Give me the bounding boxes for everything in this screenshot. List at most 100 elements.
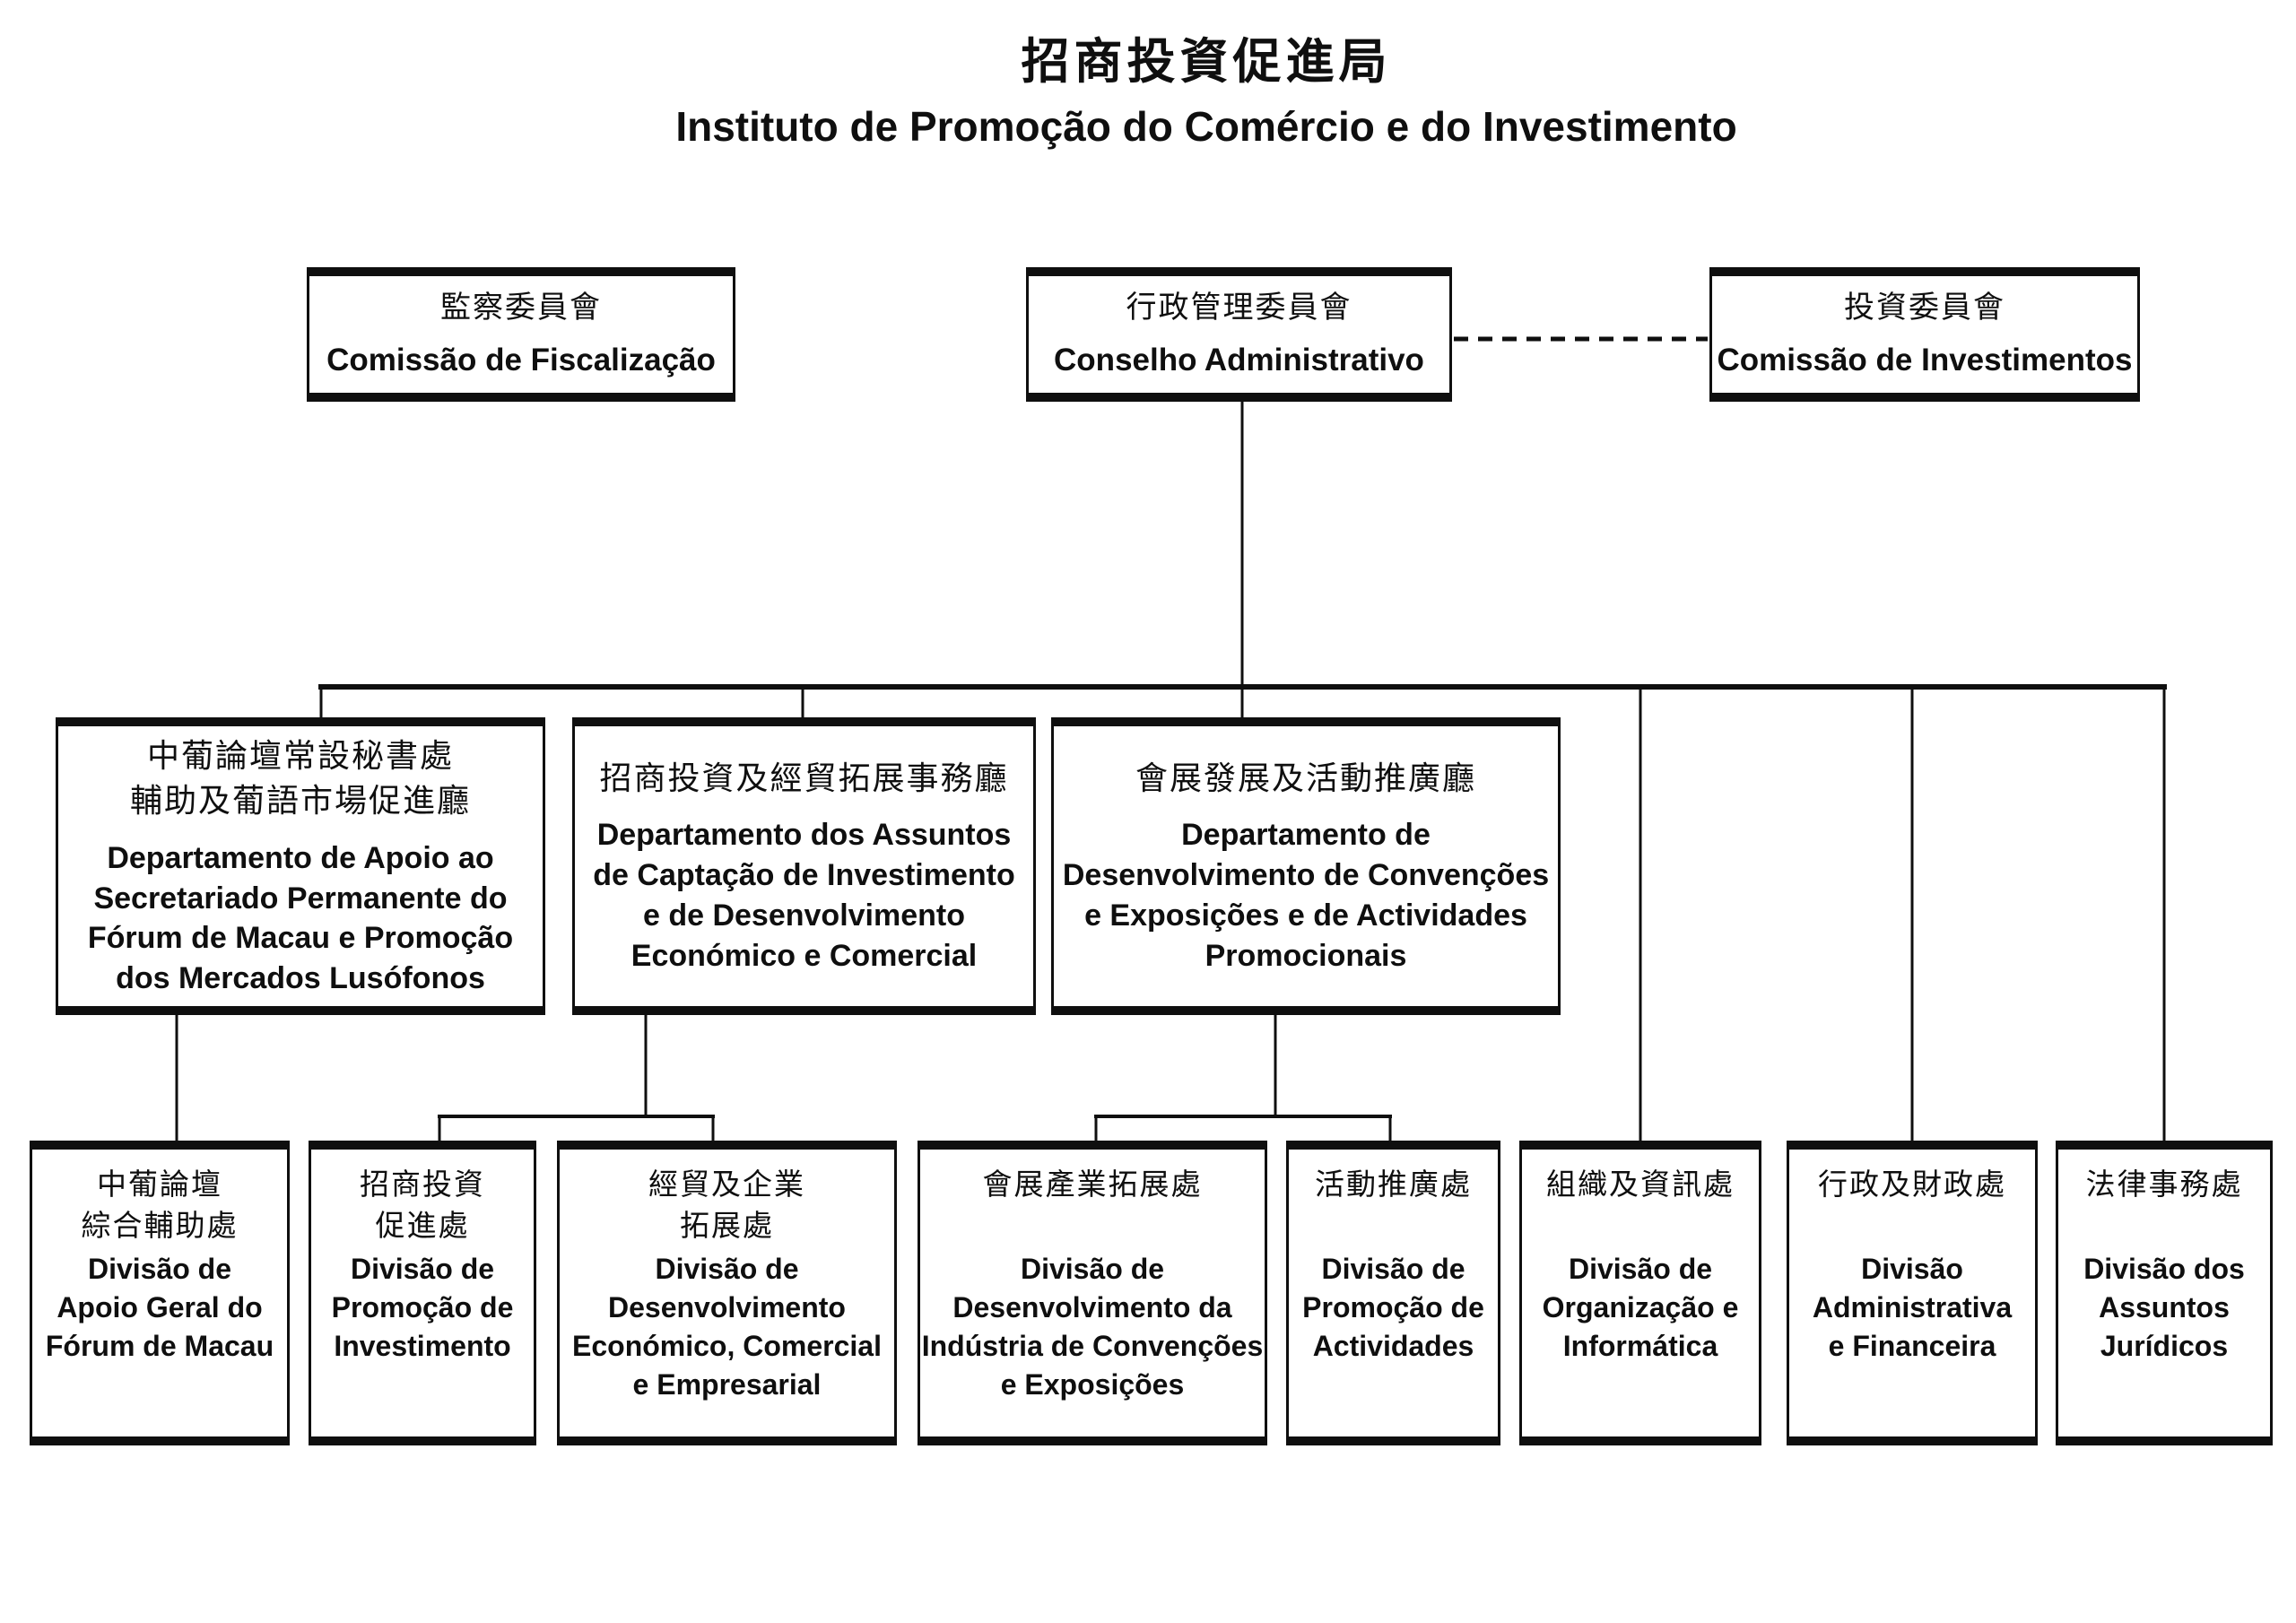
- org-node-dep-convencoes-exposicoes: 會展發展及活動推廣廳 Departamento de Desenvolvimento…: [1051, 717, 1561, 1015]
- node-label-pt-line: Informática: [1562, 1330, 1718, 1362]
- org-node-div-organizacao-informatica: 組織及資訊處 Divisão de Organização e Informática: [1519, 1141, 1761, 1445]
- node-label-zh: 經貿及企業拓展處: [648, 1164, 805, 1250]
- node-label-pt-line: Divisão: [1861, 1253, 1963, 1285]
- node-label-pt-line: Desenvolvimento da: [952, 1291, 1232, 1324]
- node-label-zh: 行政管理委員會: [1126, 290, 1352, 326]
- node-label-zh: 行政及財政處: [1818, 1164, 2006, 1250]
- node-label-pt: Comissão de Fiscalização: [326, 343, 716, 378]
- node-label-zh: 中葡論壇常設秘書處輔助及葡語市場促進廳: [130, 733, 471, 824]
- page-heading: 招商投資促進局 Instituto de Promoção do Comérci…: [675, 34, 1736, 150]
- node-label-pt-line: Comissão de Fiscalização: [326, 343, 716, 378]
- node-label-pt-line: Divisão de: [655, 1253, 799, 1285]
- node-label-pt-line: de Captação de Investimento: [593, 858, 1015, 893]
- node-label-pt: Departamento de Apoio ao Secretariado Per…: [88, 838, 513, 1000]
- node-label-zh: 組織及資訊處: [1546, 1164, 1735, 1250]
- node-label-zh-line: 中葡論壇常設秘書處: [146, 736, 454, 774]
- node-label-pt: Conselho Administrativo: [1054, 343, 1424, 378]
- node-label-zh-line: 中葡論壇: [97, 1167, 222, 1201]
- node-label-pt-line: e Empresarial: [632, 1368, 822, 1401]
- org-node-comissao-investimentos: 投資委員會 Comissão de Investimentos: [1709, 267, 2140, 402]
- node-label-pt: Divisão de Desenvolvimento da Indústria de…: [922, 1250, 1264, 1404]
- node-label-pt-line: Divisão de: [350, 1253, 495, 1285]
- node-label-pt-line: Divisão de: [1020, 1253, 1165, 1285]
- node-label-zh-line: 會展發展及活動推廣廳: [1135, 759, 1476, 797]
- node-label-pt-line: Divisão de: [87, 1253, 232, 1285]
- node-label-pt-line: Assuntos: [2099, 1291, 2230, 1324]
- node-label-pt-line: Fórum de Macau e Promoção: [87, 921, 514, 956]
- node-label-zh-line: 促進處: [375, 1209, 470, 1242]
- node-label-zh-line: 招商投資: [360, 1167, 485, 1201]
- node-label-pt-line: e Exposições e de Actividades: [1084, 898, 1527, 933]
- node-label-zh-line: 綜合輔助處: [81, 1209, 239, 1242]
- node-label-pt: Divisão de Apoio Geral do Fórum de Macau: [46, 1250, 274, 1366]
- node-label-pt-line: Fórum de Macau: [45, 1330, 274, 1362]
- node-label-pt-line: Departamento de Apoio ao: [107, 840, 494, 875]
- node-label-zh: 會展產業拓展處: [983, 1164, 1203, 1250]
- node-label-zh: 招商投資及經貿拓展事務廳: [599, 756, 1008, 801]
- node-label-pt-line: Comissão de Investimentos: [1717, 343, 2133, 378]
- node-label-pt-line: Económico, Comercial: [572, 1330, 882, 1362]
- node-label-zh-line: 會展產業拓展處: [982, 1167, 1203, 1201]
- node-label-pt: Comissão de Investimentos: [1718, 343, 2133, 378]
- org-node-comissao-fiscalizacao: 監察委員會 Comissão de Fiscalização: [307, 267, 735, 402]
- node-label-zh-line: 輔助及葡語市場促進廳: [129, 782, 471, 820]
- node-label-pt-line: Departamento dos Assuntos: [596, 818, 1012, 853]
- org-node-conselho-administrativo: 行政管理委員會 Conselho Administrativo: [1026, 267, 1452, 402]
- node-label-pt: Divisão de Organização e Informática: [1543, 1250, 1739, 1366]
- node-label-zh-line: 法律事務處: [2085, 1167, 2243, 1201]
- node-label-zh-line: 行政及財政處: [1818, 1167, 2006, 1201]
- org-title-zh: 招商投資促進局: [1021, 35, 1392, 89]
- node-label-zh: 招商投資促進處: [360, 1164, 485, 1250]
- node-label-zh-line: 投資委員會: [1844, 291, 2005, 325]
- node-label-zh-line: 組織及資訊處: [1546, 1167, 1735, 1201]
- node-label-zh-line: 招商投資及經貿拓展事務廳: [599, 759, 1009, 797]
- node-label-zh: 會展發展及活動推廣廳: [1135, 756, 1476, 801]
- node-label-zh: 投資委員會: [1844, 290, 2005, 326]
- org-title-pt: Instituto de Promoção do Comércio e do I…: [675, 103, 1737, 151]
- node-label-pt-line: e Exposições: [1000, 1368, 1185, 1401]
- node-label-zh: 活動推廣處: [1315, 1164, 1472, 1250]
- node-label-pt-line: Divisão de: [1321, 1253, 1465, 1285]
- node-label-zh-line: 監察委員會: [440, 291, 602, 325]
- node-label-zh-line: 拓展處: [680, 1209, 774, 1242]
- node-label-pt-line: Organização e: [1542, 1291, 1739, 1324]
- node-label-zh-line: 活動推廣處: [1315, 1167, 1472, 1201]
- node-label-pt-line: Indústria de Convenções: [921, 1330, 1264, 1362]
- org-node-div-industria-convencoes: 會展產業拓展處 Divisão de Desenvolvimento da Indús…: [918, 1141, 1267, 1445]
- node-label-pt-line: Desenvolvimento: [608, 1291, 846, 1324]
- node-label-pt-line: e de Desenvolvimento: [642, 898, 965, 933]
- org-node-dep-apoio-forum-macau: 中葡論壇常設秘書處輔助及葡語市場促進廳 Departamento de Apoio…: [56, 717, 545, 1015]
- org-node-dep-captacao-investimento: 招商投資及經貿拓展事務廳 Departamento dos Assuntos de …: [572, 717, 1036, 1015]
- node-label-pt-line: e Financeira: [1828, 1330, 1996, 1362]
- node-label-pt-line: Promocionais: [1205, 939, 1407, 974]
- node-label-pt-line: Divisão de: [1568, 1253, 1713, 1285]
- node-label-pt-line: Secretariado Permanente do: [93, 881, 508, 916]
- node-label-pt-line: Administrativa: [1812, 1291, 2013, 1324]
- node-label-pt: Divisão de Promoção de Investimento: [332, 1250, 514, 1366]
- node-label-zh: 法律事務處: [2086, 1164, 2243, 1250]
- node-label-zh: 中葡論壇綜合輔助處: [82, 1164, 239, 1250]
- node-label-pt-line: Departamento de: [1181, 818, 1431, 853]
- node-label-pt-line: Investimento: [334, 1330, 511, 1362]
- node-label-pt-line: Jurídicos: [2100, 1330, 2229, 1362]
- node-label-pt-line: Económico e Comercial: [631, 939, 978, 974]
- node-label-pt-line: dos Mercados Lusófonos: [116, 961, 485, 996]
- node-label-pt-line: Promoção de: [331, 1291, 514, 1324]
- node-label-pt-line: Apoio Geral do: [57, 1291, 263, 1324]
- node-label-zh-line: 經貿及企業: [648, 1167, 805, 1201]
- node-label-pt-line: Actividades: [1312, 1330, 1474, 1362]
- node-label-pt-line: Conselho Administrativo: [1054, 343, 1424, 378]
- node-label-pt-line: Desenvolvimento de Convenções: [1062, 858, 1550, 893]
- node-label-pt: Departamento de Desenvolvimento de Conven…: [1063, 815, 1549, 976]
